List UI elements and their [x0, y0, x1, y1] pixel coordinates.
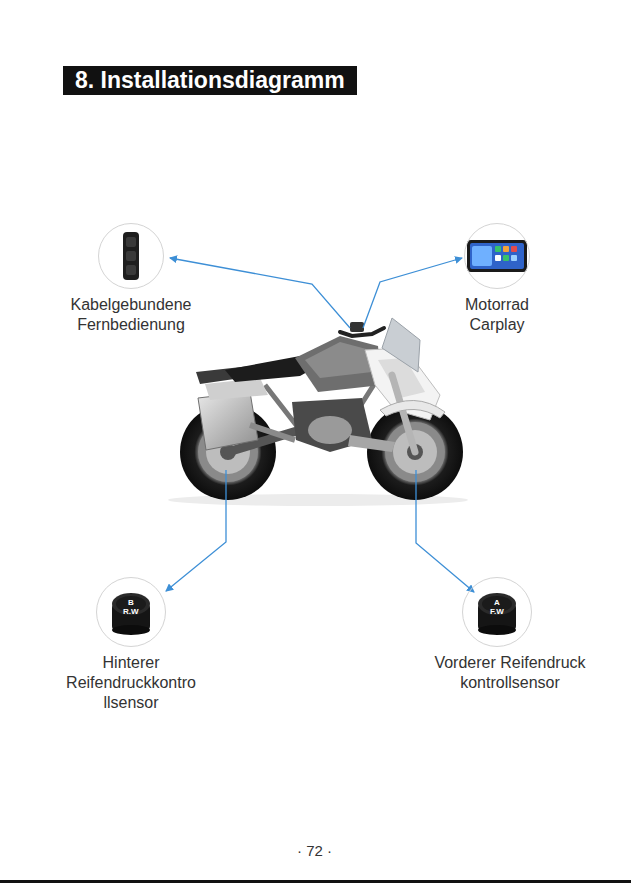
sensor-icon [112, 593, 150, 635]
sensor-marking: F.W [490, 607, 504, 616]
remote-icon [123, 232, 139, 280]
icon-circle [464, 223, 530, 289]
motorcycle [168, 318, 468, 506]
bottom-rule [0, 880, 631, 883]
component-label: Kabelgebundene Fernbedienung [61, 295, 201, 335]
component-node: Hinterer Reifendruckkontro llsensor [45, 577, 217, 713]
component-label: Vorderer Reifendruck kontrollsensor [424, 653, 596, 693]
component-label: Motorrad Carplay [455, 295, 540, 335]
sensor-marking: A [494, 598, 500, 607]
leader-lines [166, 258, 474, 592]
sensor-marking: B [128, 598, 134, 607]
page-number: · 72 · [297, 842, 332, 860]
component-label: Hinterer Reifendruckkontro llsensor [55, 653, 207, 713]
component-node: Vorderer Reifendruck kontrollsensor [414, 577, 606, 693]
component-node: Kabelgebundene Fernbedienung [51, 223, 211, 335]
sensor-icon [478, 593, 516, 635]
component-node: Motorrad Carplay [445, 223, 550, 335]
sensor-marking: R.W [123, 607, 139, 616]
screen-icon [467, 240, 527, 272]
icon-circle [98, 223, 164, 289]
title-bar: 8. Installationsdiagramm [63, 66, 357, 95]
